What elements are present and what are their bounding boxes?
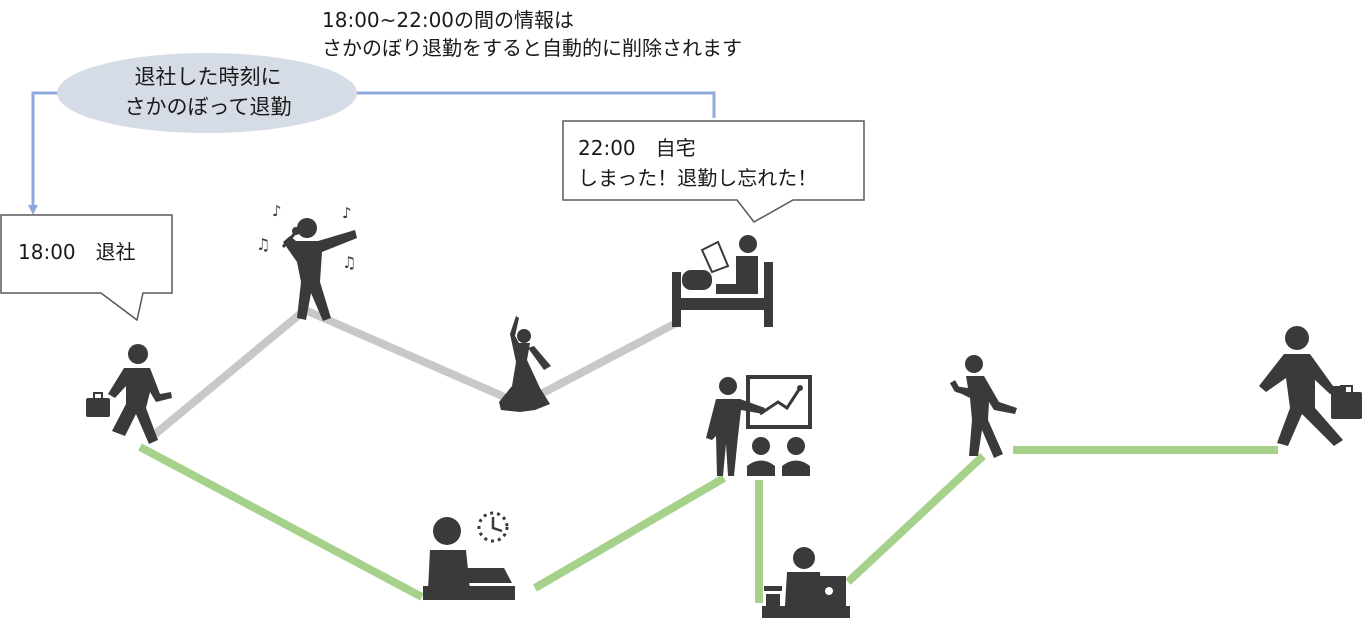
callout-right-text: 22:00 自宅 しまった！退勤し忘れた！ bbox=[578, 133, 817, 193]
rollback-label-line1: 退社した時刻に bbox=[134, 65, 282, 89]
callout-right-line2: しまった！退勤し忘れた！ bbox=[578, 166, 818, 190]
rollback-label-line2: さかのぼって退勤 bbox=[124, 95, 292, 119]
callout-right-line1: 22:00 自宅 bbox=[578, 136, 696, 160]
cafe-laptop-worker-icon bbox=[762, 547, 850, 618]
karaoke-singer-icon: ♫ ♪ ♪ ♫ bbox=[256, 202, 357, 321]
callout-left-text: 18:00 退社 bbox=[18, 237, 136, 267]
work-path-segment bbox=[532, 474, 727, 592]
desk-worker-icon bbox=[423, 511, 515, 600]
businessman-arriving-icon bbox=[1259, 326, 1362, 446]
deletion-note-line1: 18:00~22:00の間の情報は bbox=[322, 8, 575, 32]
dancer-icon bbox=[499, 316, 551, 412]
svg-text:♪: ♪ bbox=[342, 204, 352, 222]
rollback-connector-arrow bbox=[28, 91, 716, 215]
presenter-icon bbox=[706, 375, 812, 476]
deletion-note: 18:00~22:00の間の情報は さかのぼり退勤をすると自動的に削除されます bbox=[322, 6, 742, 62]
callout-left-line1: 18:00 退社 bbox=[18, 240, 136, 264]
deletion-note-line2: さかのぼり退勤をすると自動的に削除されます bbox=[322, 36, 742, 60]
work-path-segment bbox=[845, 453, 986, 585]
work-path-segment bbox=[138, 443, 424, 601]
rollback-label: 退社した時刻に さかのぼって退勤 bbox=[60, 62, 356, 122]
reading-in-bed-icon bbox=[672, 235, 773, 327]
deleted-activity-path bbox=[145, 306, 680, 444]
callout-left-bubble bbox=[0, 214, 173, 322]
svg-text:♪: ♪ bbox=[272, 202, 282, 220]
svg-text:♫: ♫ bbox=[256, 235, 270, 254]
walking-with-phone-icon bbox=[949, 355, 1017, 458]
callout-right-bubble bbox=[562, 120, 865, 223]
rollback-oval bbox=[57, 53, 357, 133]
svg-text:♫: ♫ bbox=[342, 253, 356, 272]
businessman-walking-icon bbox=[86, 344, 172, 444]
